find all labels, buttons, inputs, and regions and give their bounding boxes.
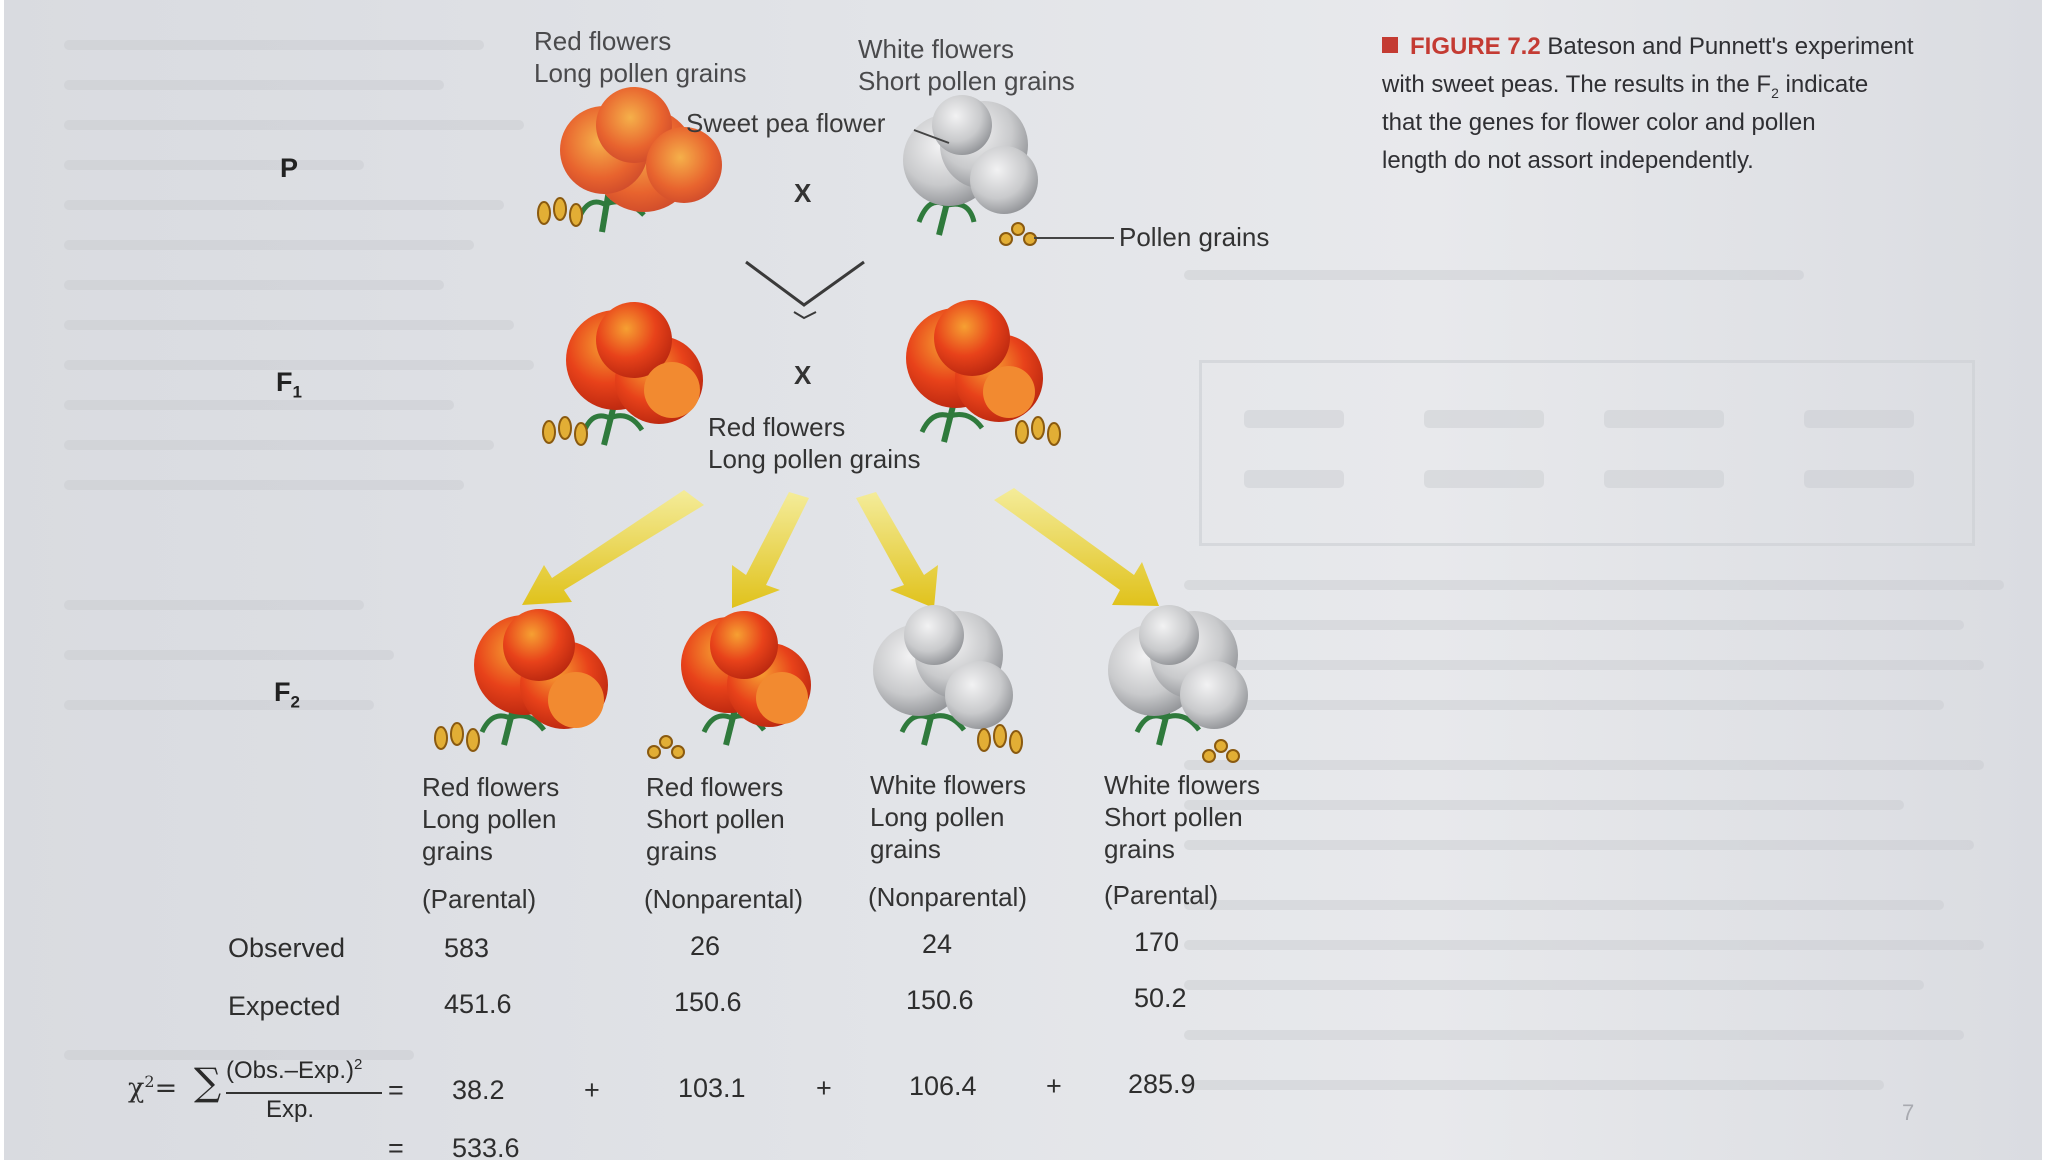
class-3-line1: White flowers xyxy=(870,770,1027,800)
f2-white-short-flower-icon xyxy=(1108,605,1248,746)
observed-class-1: 583 xyxy=(444,933,490,963)
p-short-pollen-icon xyxy=(999,222,1037,246)
sweet-pea-leader xyxy=(913,129,950,144)
class-4-type: (Parental) xyxy=(1104,880,1219,910)
arrow-to-class-1 xyxy=(522,490,704,605)
chi-class-3: 106.4 xyxy=(909,1071,977,1101)
caption-line-3: that the genes for flower color and poll… xyxy=(1382,109,1816,136)
class-3-line3: grains xyxy=(870,834,941,864)
f2-white-long-flower-icon xyxy=(873,605,1013,746)
f1-cross-symbol: X xyxy=(794,360,812,390)
f1-label-line2: Long pollen grains xyxy=(708,444,921,474)
cross-chevron xyxy=(745,260,865,307)
f1-right-pollen-icon xyxy=(1015,416,1061,446)
arrow-to-class-3 xyxy=(856,492,938,608)
caption-line-1: FIGURE 7.2 Bateson and Punnett's experim… xyxy=(1382,28,1914,66)
p-red-label-line2: Long pollen grains xyxy=(534,58,747,88)
observed-class-2: 26 xyxy=(690,931,721,961)
figure-number: FIGURE 7.2 xyxy=(1410,33,1541,60)
textbook-page: Red flowers Long pollen grains White flo… xyxy=(4,0,2042,1160)
expected-class-3: 150.6 xyxy=(906,985,974,1015)
class-2-line1: Red flowers xyxy=(646,772,784,802)
class-4-line3: grains xyxy=(1104,834,1175,864)
plus-3: + xyxy=(1046,1071,1062,1101)
formula-denominator: Exp. xyxy=(266,1096,315,1123)
caption-line-2: with sweet peas. The results in the F2 i… xyxy=(1382,71,1869,101)
p-red-flower-icon xyxy=(560,87,722,233)
class-1-line1: Red flowers xyxy=(422,772,560,802)
caption-line-4: length do not assort independently. xyxy=(1382,147,1754,174)
generation-p-label: P xyxy=(280,153,299,183)
p-long-pollen-icon xyxy=(537,197,583,227)
plus-2: + xyxy=(816,1073,832,1103)
f1-left-pollen-icon xyxy=(542,416,588,446)
generation-f1-label: F1 xyxy=(276,367,302,402)
class-2-type: (Nonparental) xyxy=(644,884,803,914)
class-4-line1: White flowers xyxy=(1104,770,1261,800)
formula-numerator: (Obs.–Exp.)2 xyxy=(226,1056,363,1084)
expected-class-2: 150.6 xyxy=(674,987,742,1017)
class-4-line2: Short pollen xyxy=(1104,802,1243,832)
class-2-line2: Short pollen xyxy=(646,804,785,834)
class-1-type: (Parental) xyxy=(422,884,537,914)
f1-right-flower-icon xyxy=(906,300,1043,443)
expected-row-label: Expected xyxy=(228,991,341,1021)
p-white-label-line2: Short pollen grains xyxy=(858,66,1075,96)
f2-short-pollen-2-icon xyxy=(1202,739,1240,763)
p-red-label-line1: Red flowers xyxy=(534,26,672,56)
f1-left-flower-icon xyxy=(566,302,703,446)
chi-class-2: 103.1 xyxy=(678,1073,746,1103)
class-2-line3: grains xyxy=(646,836,717,866)
f1-label-line1: Red flowers xyxy=(708,412,846,442)
f2-short-pollen-1-icon xyxy=(647,735,685,759)
generation-f2-label: F2 xyxy=(274,677,300,712)
p-white-flower-icon xyxy=(903,95,1038,236)
class-3-line2: Long pollen xyxy=(870,802,1005,832)
cross-illustration xyxy=(226,87,1248,1094)
total-equals: = xyxy=(388,1133,404,1160)
sigma-symbol: ∑ xyxy=(194,1060,222,1104)
sweet-pea-flower-label: Sweet pea flower xyxy=(686,108,886,138)
chi-symbol: χ2= xyxy=(128,1072,178,1104)
pollen-grains-label: Pollen grains xyxy=(1119,222,1270,252)
f2-red-long-flower-icon xyxy=(474,609,608,746)
observed-class-3: 24 xyxy=(922,929,953,959)
chi-class-4: 285.9 xyxy=(1128,1069,1196,1099)
class-3-type: (Nonparental) xyxy=(868,882,1027,912)
chi-square-total: 533.6 xyxy=(452,1133,520,1160)
class-1-line2: Long pollen xyxy=(422,804,557,834)
observed-row-label: Observed xyxy=(228,933,346,963)
class-1-line3: grains xyxy=(422,836,493,866)
f2-long-pollen-2-icon xyxy=(977,724,1023,754)
caption-square-icon xyxy=(1382,37,1398,53)
page-number: 7 xyxy=(1902,1100,1915,1125)
p-white-label-line1: White flowers xyxy=(858,34,1015,64)
expected-class-4: 50.2 xyxy=(1134,983,1187,1013)
expected-class-1: 451.6 xyxy=(444,989,512,1019)
arrow-to-class-2 xyxy=(732,492,809,608)
arrow-to-class-4 xyxy=(994,488,1159,606)
formula-equals: = xyxy=(388,1075,404,1105)
f2-long-pollen-1-icon xyxy=(434,722,480,752)
plus-1: + xyxy=(584,1075,600,1105)
chi-class-1: 38.2 xyxy=(452,1075,505,1105)
observed-class-4: 170 xyxy=(1134,927,1180,957)
p-cross-symbol: X xyxy=(794,178,812,208)
f2-red-short-flower-icon xyxy=(681,611,811,746)
